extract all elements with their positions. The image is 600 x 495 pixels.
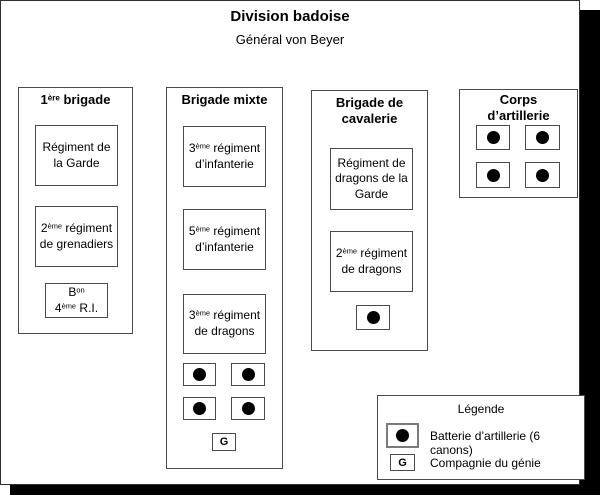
artillery-battery-icon [536,131,549,144]
legend-box: Légende Batterie d’artillerie (6 canons)… [377,395,585,480]
unit-line: dragons de la [335,171,408,186]
ordinal: 5 [188,223,196,238]
brigade3-box: Brigade de cavalerie Régiment de dragons… [311,90,428,351]
page-subtitle: Général von Beyer [235,32,345,47]
unit-3e-regiment-dragons: 3ème régiment de dragons [183,294,266,354]
ordinal: 2 [335,245,343,260]
unit-line: Garde [354,186,389,201]
unit-text: régiment [357,245,408,260]
artillery-battery-icon [193,402,206,415]
unit-line: de grenadiers [39,236,114,251]
ordinal: 3 [188,308,196,323]
ordinal-sup: ème [342,246,358,256]
brigade1-header-sup: ère [47,93,60,103]
ordinal-sup: ème [61,301,77,311]
unit-line: 2ème régiment [336,246,407,262]
legend-genie-sample-box: G [390,454,415,471]
artillery-battery-icon [486,168,500,182]
artillery-battery-icon [241,402,255,415]
engineer-company-box: G [212,433,236,451]
legend-battery-sample-box [386,423,419,448]
battery-box [356,305,390,330]
artillery-battery-icon [536,168,549,182]
unit-3e-regiment-infanterie: 3ème régiment d’infanterie [183,126,266,187]
ordinal-sup: ème [195,224,211,234]
unit-regiment-dragons-garde: Régiment de dragons de la Garde [330,148,413,210]
brigade3-header: Brigade de cavalerie [312,91,427,128]
unit-text: B [68,284,77,299]
unit-2e-regiment-grenadiers: 2ème régiment de grenadiers [35,206,118,267]
unit-line: 3ème régiment [189,308,260,324]
ordinal: 3 [188,140,196,155]
battery-box [183,363,216,386]
brigade2-box: Brigade mixte 3ème régiment d’infanterie… [166,87,283,469]
unit-5e-regiment-infanterie: 5ème régiment d’infanterie [183,209,266,270]
page-title: Division badoise [230,8,350,25]
artillery-battery-icon [486,131,500,144]
artillery-battery-icon [366,311,380,324]
unit-line: Bon [55,285,98,301]
unit-line: 4ème R.I. [55,301,98,317]
battery-box [476,125,510,150]
ordinal: 2 [40,220,48,235]
battery-box [183,397,216,420]
ordinal: 4 [54,300,62,315]
corps-header: Corps d’artillerie [460,90,577,125]
brigade2-header: Brigade mixte [181,92,268,107]
unit-line: d’infanterie [195,239,254,254]
brigade1-header: 1ère brigade [19,88,132,108]
ordinal-sup: on [76,285,85,295]
header-line: Brigade de [335,95,404,110]
ordinal-sup: ème [47,221,63,231]
brigade1-box: 1ère brigade Régiment de la Garde 2ème r… [18,87,133,334]
battery-box [525,125,560,150]
header-line: d’artillerie [487,108,550,124]
battery-box [231,397,265,420]
unit-line: 5ème régiment [189,224,260,240]
legend-battery-label: Batterie d’artillerie (6 canons) [430,429,541,457]
org-chart-page: Division badoise Général von Beyer 1ère … [0,0,585,485]
unit-bataillon-4e-ri: Bon 4ème R.I. [45,283,108,318]
unit-text: régiment [210,223,261,238]
brigade1-header-num: 1 [40,92,48,107]
unit-line: 3ème régiment [189,141,260,157]
artillery-battery-icon [396,429,409,442]
unit-line: 2ème régiment [40,221,113,237]
brigade1-header-rest: brigade [59,92,111,107]
artillery-battery-icon [241,368,255,381]
unit-text: régiment [210,140,261,155]
unit-line: de dragons [194,324,255,338]
ordinal-sup: ème [195,309,211,319]
header-line: cavalerie [341,111,398,127]
unit-line: de dragons [341,261,402,276]
battery-box [476,162,510,188]
unit-line: la Garde [53,155,100,170]
unit-text: R.I. [76,300,99,315]
ordinal-sup: ème [195,141,211,151]
unit-text: régiment [210,308,261,323]
artillery-battery-icon [193,368,206,381]
unit-2e-regiment-dragons: 2ème régiment de dragons [330,231,413,292]
legend-genie-label: Compagnie du génie [430,456,541,470]
battery-box [231,363,265,386]
unit-line: Régiment de [42,139,111,154]
battery-box [525,162,560,188]
unit-regiment-de-la-garde: Régiment de la Garde [35,125,118,186]
legend-title: Légende [457,402,505,416]
unit-line: Régiment de [337,155,406,170]
unit-text: régiment [62,220,113,235]
corps-artillerie-box: Corps d’artillerie [459,89,578,198]
header-line: Corps [499,92,538,107]
unit-line: d’infanterie [195,156,254,171]
